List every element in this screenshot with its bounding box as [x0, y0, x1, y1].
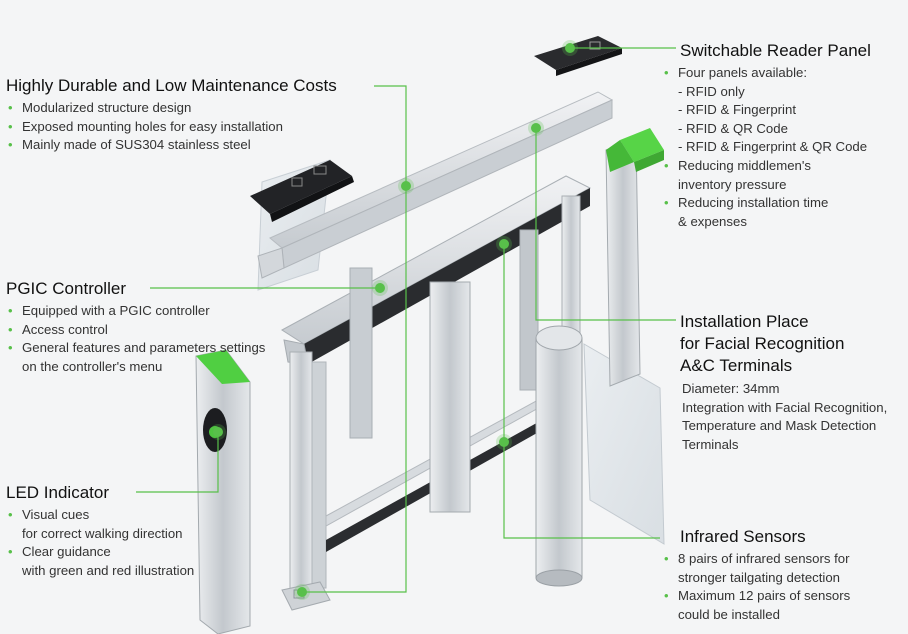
list-item-text: Equipped with a PGIC controller — [22, 303, 210, 318]
list-item: • Modularized structure design — [6, 99, 386, 118]
dot-bullet-icon: • — [8, 118, 13, 134]
dot-bullet-icon: • — [8, 340, 13, 356]
callout-title: Infrared Sensors — [680, 527, 806, 546]
round-post — [535, 337, 583, 579]
callout-led-indicator: LED Indicator • Visual cues for correct wa… — [6, 482, 226, 580]
list-item: - RFID & Fingerprint & QR Code — [662, 138, 902, 157]
list-item: Diameter: 34mm — [680, 380, 908, 399]
list-item: - RFID only — [662, 83, 902, 102]
callout-installation-place: Installation Place for Facial Recognitio… — [680, 311, 908, 454]
callout-pgic-controller: PGIC Controller • Equipped with a PGIC co… — [6, 278, 296, 376]
list-item-text: Visual cues — [22, 507, 90, 522]
list-item: • Reducing installation time & expenses — [662, 194, 902, 231]
list-item-text: Modularized structure design — [22, 100, 192, 115]
list-item-text-cont: for correct walking direction — [22, 525, 183, 541]
list-item-text: Four panels available: — [678, 65, 808, 80]
list-item-text: Mainly made of SUS304 stainless steel — [22, 137, 251, 153]
list-item-text: Temperature and Mask Detection — [682, 418, 877, 434]
list-item-text-cont: stronger tailgating detection — [678, 569, 841, 585]
list-item-text: Terminals — [682, 436, 739, 452]
callout-durable: Highly Durable and Low Maintenance Costs… — [6, 75, 386, 155]
list-item: • Maximum 12 pairs of sensors could be ins… — [662, 587, 902, 624]
list-item-text: - RFID only — [678, 83, 745, 99]
callout-list: • Visual cues for correct walking directio… — [6, 506, 226, 580]
dot-bullet-icon: • — [664, 195, 669, 211]
dot-bullet-icon: • — [8, 137, 13, 153]
list-item: • Mainly made of SUS304 stainless steel — [6, 136, 386, 155]
frame-post-left — [289, 351, 313, 593]
list-item-text: - RFID & QR Code — [678, 120, 788, 136]
right-pillar — [605, 137, 641, 387]
list-item: • Clear guidance with green and red illust… — [6, 543, 226, 580]
dot-bullet-icon: • — [8, 321, 13, 337]
list-item: • Visual cues for correct walking directio… — [6, 506, 226, 543]
list-item-text: - RFID & Fingerprint & QR Code — [678, 139, 868, 155]
callout-reader-panel: Switchable Reader Panel • Four panels ava… — [662, 40, 902, 231]
list-item: • General features and parameters setting… — [6, 339, 296, 376]
list-item: Terminals — [680, 436, 908, 455]
dot-bullet-icon: • — [664, 65, 669, 80]
list-item: • Equipped with a PGIC controller — [6, 302, 296, 321]
list-item: • Access control — [6, 321, 296, 340]
callout-title: PGIC Controller — [6, 279, 126, 298]
list-item-text: Access control — [22, 321, 108, 337]
list-item-text-cont: & expenses — [678, 213, 747, 229]
callout-list: Diameter: 34mm Integration with Facial R… — [680, 380, 908, 454]
list-item-text: Integration with Facial Recognition, — [682, 399, 888, 415]
list-item-text-cont: with green and red illustration — [22, 562, 195, 578]
list-item: • Reducing middlemen's inventory pressure — [662, 157, 902, 194]
dot-bullet-icon: • — [664, 157, 669, 173]
list-item: • Exposed mounting holes for easy install… — [6, 118, 386, 137]
callout-title: Switchable Reader Panel — [680, 41, 871, 60]
callout-list: • Four panels available: - RFID only - RF… — [662, 64, 902, 231]
dot-bullet-icon: • — [8, 100, 13, 115]
list-item-text-cont: inventory pressure — [678, 176, 787, 192]
dot-bullet-icon: • — [8, 507, 13, 522]
list-item: Temperature and Mask Detection — [680, 417, 908, 436]
callout-list: • Equipped with a PGIC controller • Access… — [6, 302, 296, 376]
callout-title: Installation Place for Facial Recognitio… — [680, 311, 908, 377]
callout-list: • 8 pairs of infrared sensors for stronger… — [662, 550, 902, 624]
dot-bullet-icon: • — [664, 551, 669, 566]
callout-title-line: Installation Place — [680, 312, 809, 331]
callout-title-line: for Facial Recognition — [680, 334, 845, 353]
list-item-text: Reducing middlemen's — [678, 157, 811, 173]
list-item: • 8 pairs of infrared sensors for stronger… — [662, 550, 902, 587]
callout-infrared-sensors: Infrared Sensors • 8 pairs of infrared se… — [662, 526, 902, 624]
list-item-text: 8 pairs of infrared sensors for — [678, 551, 850, 566]
list-item-text-cont: could be installed — [678, 606, 780, 622]
list-item-text: Maximum 12 pairs of sensors — [678, 588, 851, 604]
callout-title-line: A&C Terminals — [680, 356, 793, 375]
list-item: • Four panels available: — [662, 64, 902, 83]
list-item: Integration with Facial Recognition, — [680, 399, 908, 418]
list-item-text: Exposed mounting holes for easy installa… — [22, 118, 283, 134]
dot-bullet-icon: • — [664, 588, 669, 604]
callout-title: LED Indicator — [6, 483, 109, 502]
callout-list: • Modularized structure design • Exposed m… — [6, 99, 386, 155]
callout-leaders — [136, 47, 676, 593]
list-item-text: Reducing installation time — [678, 195, 829, 211]
list-item-text: - RFID & Fingerprint — [678, 102, 796, 118]
dot-bullet-icon: • — [8, 544, 13, 560]
list-item: - RFID & QR Code — [662, 120, 902, 139]
dot-bullet-icon: • — [8, 303, 13, 318]
green-dot-marker-icon — [210, 40, 578, 600]
list-item-text: Clear guidance — [22, 544, 111, 560]
list-item: - RFID & Fingerprint — [662, 101, 902, 120]
list-item-text-cont: on the controller's menu — [22, 358, 163, 374]
list-item-text: Diameter: 34mm — [682, 381, 780, 396]
list-item-text: General features and parameters settings — [22, 340, 266, 356]
callout-title: Highly Durable and Low Maintenance Costs — [6, 76, 337, 95]
